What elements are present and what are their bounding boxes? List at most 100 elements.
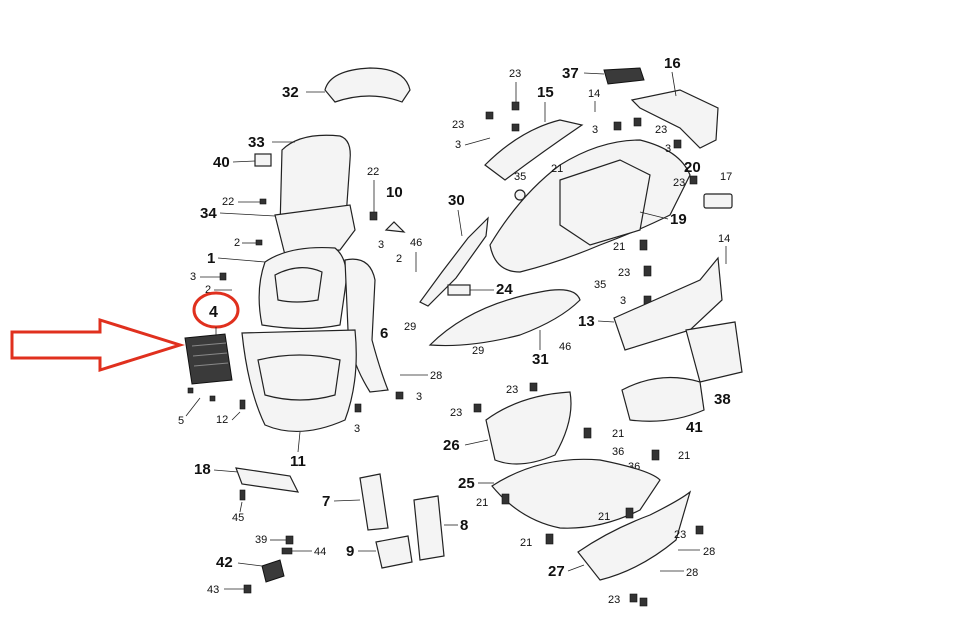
reflector-part	[261, 559, 285, 583]
callout-23f: 23	[506, 384, 518, 396]
grille-part	[184, 333, 233, 385]
leader-line	[232, 160, 256, 163]
screw-icon	[239, 489, 246, 501]
callout-25: 25	[458, 475, 475, 492]
panel-part	[685, 321, 743, 383]
callout-2b: 2	[205, 284, 211, 296]
lower-inner-cover-part	[485, 391, 572, 465]
screw-icon	[209, 395, 216, 402]
callout-13: 13	[578, 313, 595, 330]
callout-1: 1	[207, 250, 215, 267]
callout-3d: 3	[378, 239, 384, 251]
screw-icon	[639, 239, 648, 251]
callout-21d: 21	[678, 450, 690, 462]
leader-line	[231, 411, 241, 421]
callout-3f: 3	[592, 124, 598, 136]
callout-23a: 23	[509, 68, 521, 80]
screw-icon	[545, 533, 554, 545]
screw-icon	[239, 399, 246, 410]
callout-37: 37	[562, 65, 579, 82]
nut-icon	[395, 391, 404, 400]
nut-icon	[285, 535, 294, 545]
callout-12: 12	[216, 414, 228, 426]
bracket-part	[413, 495, 445, 561]
grommet-part	[514, 189, 526, 201]
callout-22b: 22	[367, 166, 379, 178]
callout-32: 32	[282, 84, 299, 101]
callout-2c: 2	[396, 253, 402, 265]
nut-icon	[689, 175, 698, 185]
callout-16: 16	[664, 55, 681, 72]
instrument-cover-part	[324, 67, 411, 103]
screw-icon	[255, 239, 263, 246]
nut-icon	[673, 139, 682, 149]
callout-20: 20	[684, 159, 701, 176]
grille-slat	[192, 352, 228, 357]
nut-icon	[613, 121, 622, 131]
callout-43: 43	[207, 584, 219, 596]
headlight-opening	[274, 267, 323, 303]
callout-34: 34	[200, 205, 217, 222]
callout-3c: 3	[416, 391, 422, 403]
leader-line	[583, 72, 605, 75]
callout-3a: 3	[190, 271, 196, 283]
screw-icon	[643, 265, 652, 277]
rear-lower-cover-part	[577, 490, 692, 581]
callout-35a: 35	[514, 171, 526, 183]
callout-21b: 21	[613, 241, 625, 253]
storage-liner-part	[621, 376, 705, 422]
bracket-part	[359, 473, 389, 531]
callout-3e: 3	[455, 139, 461, 151]
side-strip-part	[419, 216, 489, 307]
callout-35b: 35	[594, 279, 606, 291]
nut-icon	[695, 525, 704, 535]
leader-line	[464, 439, 489, 446]
callout-10: 10	[386, 184, 403, 201]
callout-28a: 28	[430, 370, 442, 382]
callout-21a: 21	[551, 163, 563, 175]
callout-19: 19	[670, 211, 687, 228]
nut-icon	[243, 584, 252, 594]
callout-23h: 23	[674, 529, 686, 541]
latch-part	[703, 193, 733, 209]
callout-14b: 14	[718, 233, 730, 245]
leader-line	[219, 212, 276, 217]
front-upper-cover-part	[274, 204, 356, 256]
leader-line	[597, 320, 615, 323]
nut-icon	[511, 101, 520, 111]
leader-line	[671, 71, 677, 97]
screw-icon	[651, 449, 660, 461]
callout-7: 7	[322, 493, 330, 510]
highlight-arrow	[10, 317, 186, 373]
leader-line	[333, 499, 361, 502]
screw-icon	[259, 198, 267, 205]
leader-line	[185, 397, 201, 417]
nut-icon	[473, 403, 482, 413]
callout-21f: 21	[598, 511, 610, 523]
callout-17: 17	[720, 171, 732, 183]
callout-9: 9	[346, 543, 354, 560]
screw-icon	[625, 507, 634, 519]
storage-box-part	[559, 159, 651, 246]
nut-icon	[219, 272, 227, 281]
callout-24: 24	[496, 281, 513, 298]
callout-15: 15	[537, 84, 554, 101]
callout-44: 44	[314, 546, 326, 558]
leader-line	[457, 209, 463, 237]
callout-18: 18	[194, 461, 211, 478]
nut-icon	[511, 123, 520, 132]
callout-5: 5	[178, 415, 184, 427]
callout-29a: 29	[404, 321, 416, 333]
clip-part	[254, 153, 272, 167]
nut-icon	[529, 382, 538, 392]
footrest-pad-part	[235, 467, 300, 493]
leader-line	[239, 501, 243, 513]
lower-front-inner-part	[257, 354, 341, 401]
callout-23b: 23	[452, 119, 464, 131]
nut-icon	[485, 111, 494, 120]
rear-cover-part	[630, 89, 719, 149]
floor-fairing-part	[428, 289, 581, 347]
tray-part	[375, 535, 413, 569]
callout-3h: 3	[620, 295, 626, 307]
